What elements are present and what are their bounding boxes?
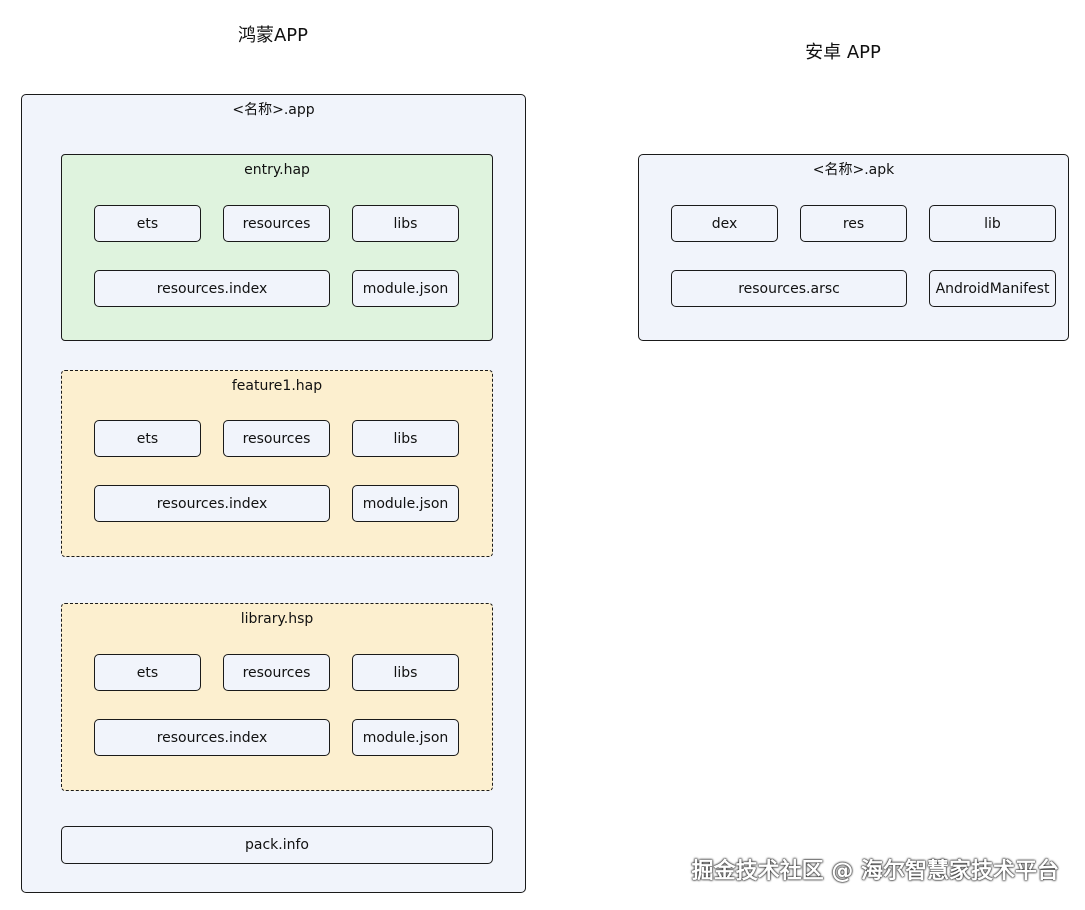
feature-libs-node: libs <box>352 420 459 457</box>
feature-hap-package: feature1.hap ets resources libs resource… <box>61 370 493 557</box>
library-hsp-title: library.hsp <box>240 611 314 627</box>
entry-resources-node: resources <box>223 205 330 242</box>
pack-info-node: pack.info <box>61 826 493 864</box>
entry-hap-package: entry.hap ets resources libs resources.i… <box>61 154 493 341</box>
feature-ets-node: ets <box>94 420 201 457</box>
harmony-app-container-label: <名称>.app <box>232 102 315 118</box>
juejin-watermark: 掘金技术社区 @ 海尔智慧家技术平台 <box>691 859 1059 884</box>
library-libs-node: libs <box>352 654 459 691</box>
entry-libs-node: libs <box>352 205 459 242</box>
harmony-app-heading: 鸿蒙APP <box>237 25 309 46</box>
harmony-app-container: <名称>.app entry.hap ets resources libs re… <box>21 94 526 893</box>
library-hsp-package: library.hsp ets resources libs resources… <box>61 603 493 791</box>
android-lib-node: lib <box>929 205 1056 242</box>
entry-resources-index-node: resources.index <box>94 270 330 307</box>
library-resources-index-node: resources.index <box>94 719 330 756</box>
library-ets-node: ets <box>94 654 201 691</box>
android-res-node: res <box>800 205 907 242</box>
android-resources-arsc-node: resources.arsc <box>671 270 907 307</box>
library-module-json-node: module.json <box>352 719 459 756</box>
android-apk-container-label: <名称>.apk <box>812 162 895 178</box>
feature-hap-title: feature1.hap <box>231 378 323 394</box>
entry-module-json-node: module.json <box>352 270 459 307</box>
entry-hap-title: entry.hap <box>244 162 310 178</box>
library-resources-node: resources <box>223 654 330 691</box>
feature-resources-node: resources <box>223 420 330 457</box>
android-manifest-node: AndroidManifest <box>929 270 1056 307</box>
android-app-heading: 安卓 APP <box>805 42 881 63</box>
feature-resources-index-node: resources.index <box>94 485 330 522</box>
entry-ets-node: ets <box>94 205 201 242</box>
feature-module-json-node: module.json <box>352 485 459 522</box>
android-apk-container: <名称>.apk dex res lib resources.arsc Andr… <box>638 154 1069 341</box>
android-dex-node: dex <box>671 205 778 242</box>
